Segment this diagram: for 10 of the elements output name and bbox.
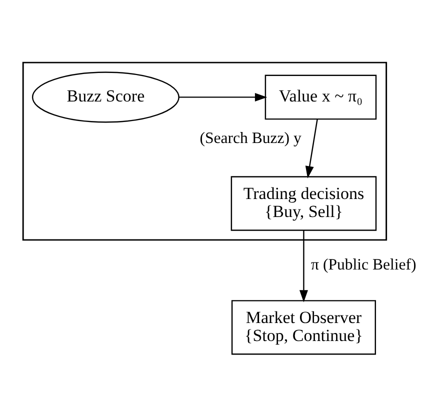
cluster	[22, 61, 388, 240]
node-box: Market Observer {Stop, Continue}	[231, 300, 376, 354]
arrow	[305, 118, 318, 178]
arrow	[178, 92, 268, 101]
node-ellipse: Buzz Score	[32, 71, 180, 122]
edge-label: π (Public Belief)	[311, 256, 416, 274]
arrow	[299, 230, 308, 302]
node-box: Trading decisions {Buy, Sell}	[230, 176, 377, 230]
node-box: Value x ~ π₀	[264, 74, 377, 120]
edge-label: (Search Buzz) y	[200, 130, 302, 147]
